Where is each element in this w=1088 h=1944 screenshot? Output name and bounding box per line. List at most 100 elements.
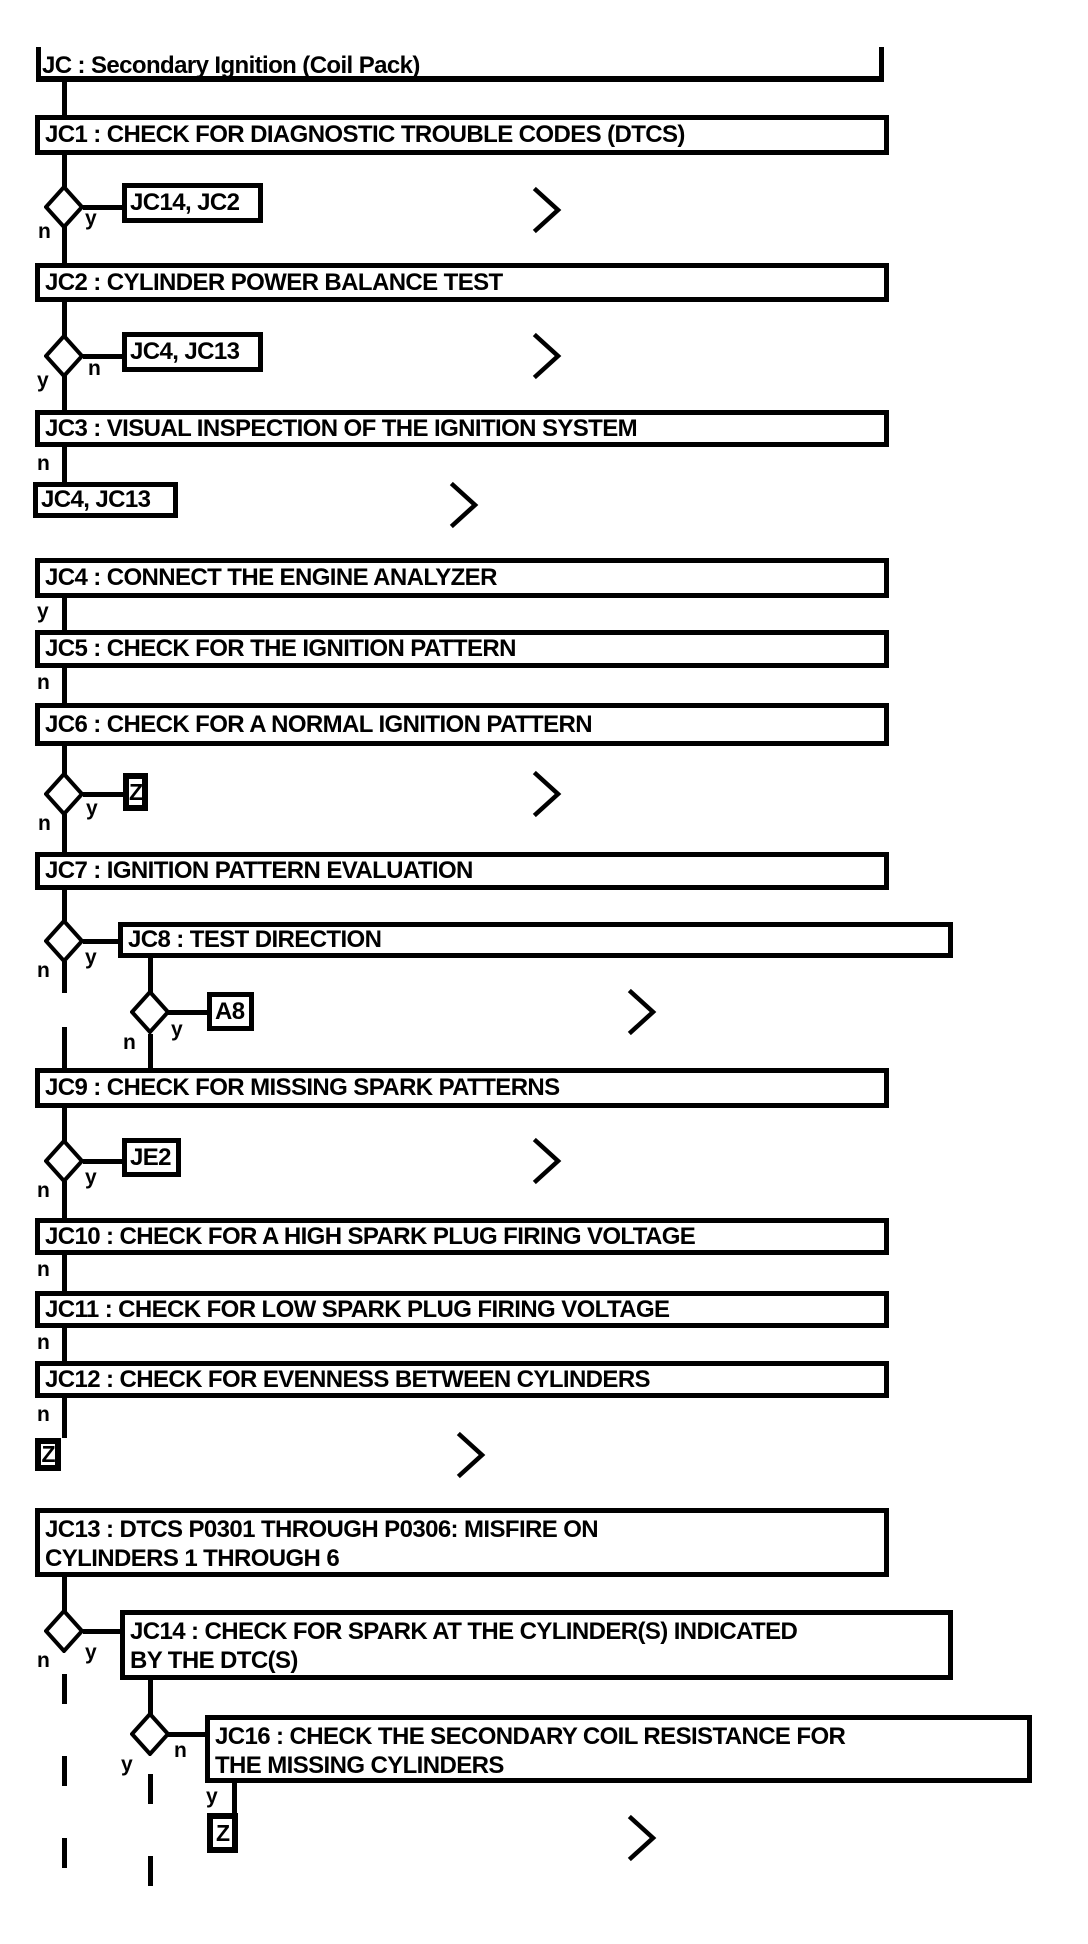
connector-jc5-jc6 [62,668,67,703]
ref-box-z-jc12: Z [35,1438,61,1471]
branch-label-no: n [88,357,101,380]
ref-label-z-jc6: Z [128,778,143,805]
branch-label-yes: y [37,600,49,623]
ref-box-z-jc6: Z [123,773,148,811]
step-label-jc14-line1: JC14 : CHECK FOR SPARK AT THE CYLINDER(S… [130,1618,798,1645]
ref-box-a8: A8 [207,992,254,1031]
step-label-jc13-line2: CYLINDERS 1 THROUGH 6 [45,1545,340,1572]
branch-label-no: n [37,1649,50,1672]
connector-diamond5-jc9 [148,1034,153,1068]
ref-box-jc4-jc13-a: JC4, JC13 [122,332,263,372]
ref-label-a8: A8 [215,997,245,1025]
step-box-jc13: JC13 : DTCS P0301 THROUGH P0306: MISFIRE… [35,1508,889,1577]
continuation-chevron-icon [532,186,562,234]
continuation-chevron-icon [627,1814,657,1862]
continuation-chevron-icon [532,1137,562,1185]
branch-label-no: n [37,1258,50,1281]
title-left-bar [36,47,41,82]
step-box-jc4: JC4 : CONNECT THE ENGINE ANALYZER [35,558,889,598]
branch-label-no: n [37,1331,50,1354]
connector-jc8-diamond [148,958,153,994]
continuation-chevron-icon [449,481,479,529]
ref-label-z-jc12: Z [41,1441,55,1467]
connector-diamond5-a8 [168,1010,207,1015]
step-label-jc2: JC2 : CYLINDER POWER BALANCE TEST [45,268,503,296]
continuation-chevron-icon [627,988,657,1036]
connector-jc4-jc5 [62,598,67,630]
connector-diamond7-jc14 [83,1629,120,1634]
ref-label-jc4-jc13-a: JC4, JC13 [130,338,240,365]
step-label-jc14-line2: BY THE DTC(S) [130,1647,298,1674]
connector-diamond4-jc8 [83,939,118,944]
connector-diamond3-z [83,792,123,797]
connector-jc12-z [62,1398,67,1438]
step-label-jc4: JC4 : CONNECT THE ENGINE ANALYZER [45,564,497,591]
step-label-jc10: JC10 : CHECK FOR A HIGH SPARK PLUG FIRIN… [45,1222,696,1250]
connector-diamond6-je2 [83,1159,122,1164]
connector-title-jc1 [62,82,67,115]
connector-jc1-diamond [62,155,67,187]
step-box-jc3: JC3 : VISUAL INSPECTION OF THE IGNITION … [35,410,889,447]
step-box-jc2: JC2 : CYLINDER POWER BALANCE TEST [35,263,889,302]
branch-label-yes: y [85,946,97,969]
branch-label-yes: y [86,797,98,820]
connector-jc3-ref [62,447,67,482]
connector-jc7-diamond [62,890,67,921]
title-underline [36,76,884,82]
connector-diamond2-jc3 [62,374,67,410]
decision-diamond-jc7 [44,919,84,963]
decision-diamond-jc8 [130,990,170,1034]
ref-box-je2: JE2 [122,1138,181,1177]
title-right-bar [879,47,884,82]
connector-jc2-diamond [62,302,67,338]
connector-jc6-diamond [62,746,67,776]
branch-label-no: n [38,812,51,835]
continuation-chevron-icon [456,1431,486,1479]
ref-label-jc4-jc13-b: JC4, JC13 [41,486,151,513]
diagram-title: JC : Secondary Ignition (Coil Pack) [42,52,420,79]
step-label-jc11: JC11 : CHECK FOR LOW SPARK PLUG FIRING V… [45,1295,670,1323]
step-box-jc7: JC7 : IGNITION PATTERN EVALUATION [35,852,889,890]
step-label-jc5: JC5 : CHECK FOR THE IGNITION PATTERN [45,635,516,662]
step-box-jc16: JC16 : CHECK THE SECONDARY COIL RESISTAN… [205,1715,1032,1783]
connector-diamond3-jc7 [62,814,67,852]
connector-diamond6-jc10 [62,1181,67,1218]
branch-label-yes: y [171,1018,183,1041]
step-box-jc6: JC6 : CHECK FOR A NORMAL IGNITION PATTER… [35,703,889,746]
step-box-jc8: JC8 : TEST DIRECTION [118,922,953,958]
ref-box-jc4-jc13-b: JC4, JC13 [33,482,178,518]
branch-label-no: n [174,1739,187,1762]
step-label-jc16-line1: JC16 : CHECK THE SECONDARY COIL RESISTAN… [215,1723,846,1750]
ref-box-z-jc16: Z [207,1813,238,1853]
step-box-jc1: JC1 : CHECK FOR DIAGNOSTIC TROUBLE CODES… [35,115,889,155]
continuation-chevron-icon [532,332,562,380]
connector-diamond4-down-seg1 [62,961,67,993]
connector-diamond4-down-seg2 [62,1027,67,1068]
step-box-jc9: JC9 : CHECK FOR MISSING SPARK PATTERNS [35,1068,889,1108]
branch-label-no: n [123,1031,136,1054]
branch-label-yes: y [85,207,97,230]
step-label-jc6: JC6 : CHECK FOR A NORMAL IGNITION PATTER… [45,710,593,738]
connector-jc14-diamond [148,1680,153,1717]
connector-jc9-diamond [62,1108,67,1142]
decision-diamond-jc9 [44,1139,84,1183]
branch-label-yes: y [121,1753,133,1776]
ref-label-jc14-jc2: JC14, JC2 [130,189,240,216]
branch-label-yes: y [85,1166,97,1189]
step-label-jc8: JC8 : TEST DIRECTION [128,926,382,953]
branch-label-yes: y [206,1785,218,1808]
ref-label-z-jc16: Z [215,1819,230,1846]
ref-box-jc14-jc2: JC14, JC2 [122,183,263,223]
branch-label-no: n [37,452,50,475]
connector-diamond1-ref [83,205,122,210]
step-box-jc12: JC12 : CHECK FOR EVENNESS BETWEEN CYLIND… [35,1361,889,1398]
branch-label-no: n [37,959,50,982]
decision-diamond-jc6 [44,772,84,816]
continuation-chevron-icon [532,770,562,818]
ref-label-je2: JE2 [130,1143,172,1171]
branch-label-no: n [38,220,51,243]
decision-diamond-jc2 [44,334,84,378]
step-box-jc11: JC11 : CHECK FOR LOW SPARK PLUG FIRING V… [35,1291,889,1328]
connector-jc11-jc12 [62,1328,67,1361]
